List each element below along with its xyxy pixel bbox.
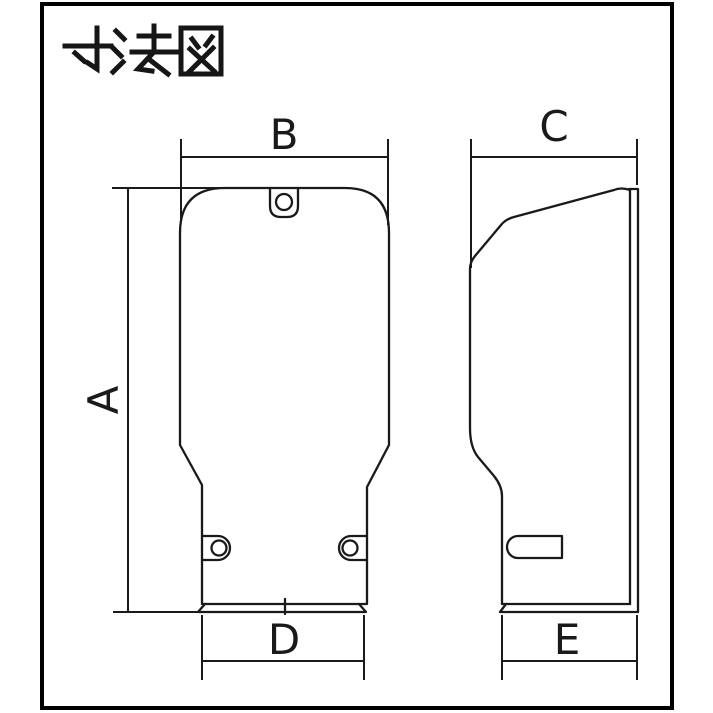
dimension-e: E xyxy=(501,615,638,680)
front-right-lug xyxy=(337,534,369,562)
front-top-hole xyxy=(274,192,294,212)
dimension-label-a: A xyxy=(79,385,128,414)
front-left-lug xyxy=(200,534,232,562)
frame-border xyxy=(40,2,674,710)
dimension-label-e: E xyxy=(554,615,581,664)
dimension-label-b: B xyxy=(270,110,299,159)
side-bottom-flange xyxy=(498,602,640,614)
dimension-d: D xyxy=(201,615,365,680)
front-right-hole xyxy=(341,539,359,557)
front-bottom-flange xyxy=(196,602,368,614)
front-left-hole xyxy=(210,539,228,557)
front-top-tab xyxy=(268,186,300,219)
page-title: 寸法図 xyxy=(62,23,224,78)
kanji-hou xyxy=(109,23,179,78)
dimension-label-d: D xyxy=(268,615,300,664)
side-back-plate xyxy=(627,187,640,614)
front-view xyxy=(178,186,391,616)
kanji-zu xyxy=(178,25,224,77)
side-view xyxy=(468,187,640,614)
dimension-c: C xyxy=(470,102,638,268)
side-slot xyxy=(505,534,564,560)
dimension-b: B xyxy=(180,110,389,225)
dimension-label-c: C xyxy=(539,102,568,151)
side-cover-outline xyxy=(468,187,632,606)
dimension-a: A xyxy=(79,187,224,613)
front-body-outline xyxy=(178,186,391,606)
kanji-sun xyxy=(62,25,114,74)
